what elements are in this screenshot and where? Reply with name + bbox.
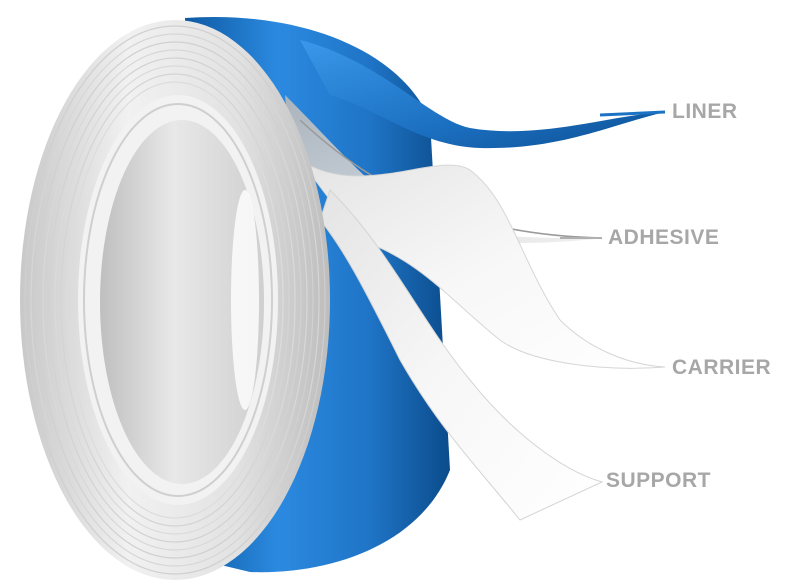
- label-carrier: CARRIER: [672, 356, 772, 379]
- roll-core: [78, 95, 278, 505]
- label-adhesive: ADHESIVE: [608, 226, 720, 249]
- label-support: SUPPORT: [606, 469, 712, 492]
- label-liner: LINER: [672, 100, 738, 123]
- label-leader-lines: [560, 110, 666, 239]
- liner-ribbon: [300, 40, 665, 149]
- carrier-layer: [299, 159, 666, 369]
- support-layer: [319, 189, 604, 521]
